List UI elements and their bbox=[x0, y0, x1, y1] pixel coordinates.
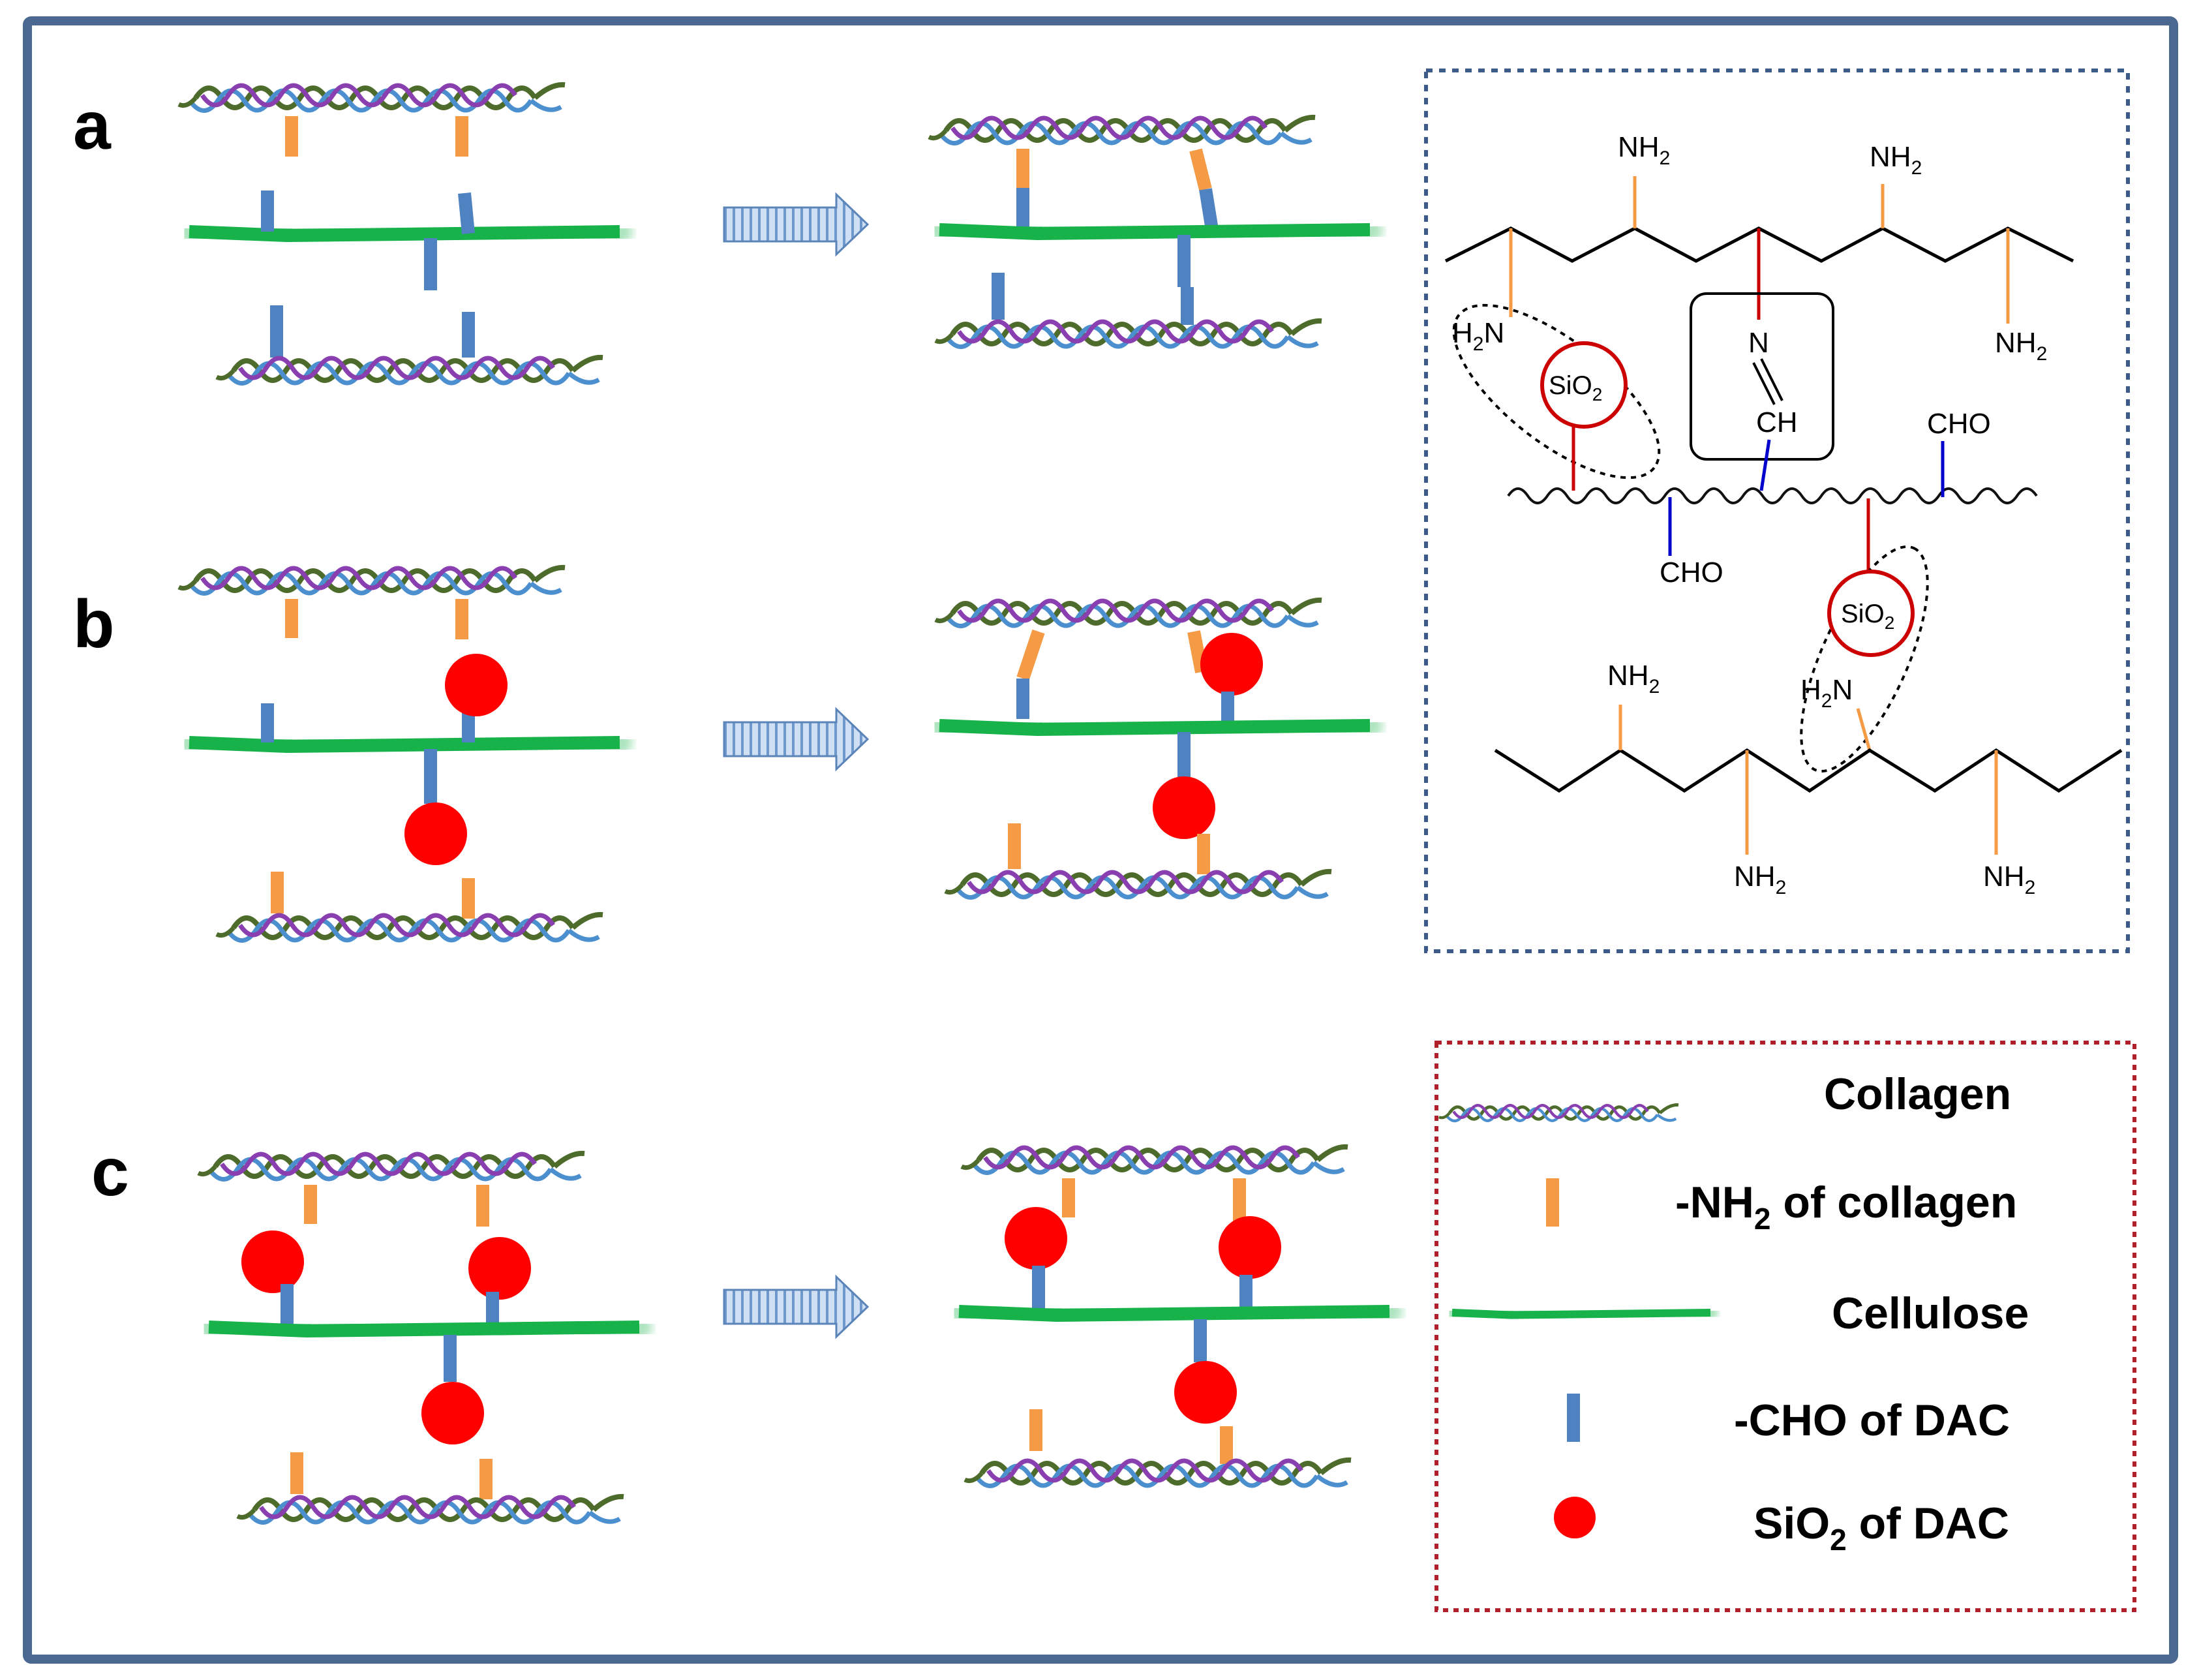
amine-label: NH2 bbox=[1983, 861, 2035, 898]
silica-ring bbox=[1827, 570, 1915, 657]
silica-label: SiO2 bbox=[1549, 371, 1602, 405]
cellulose-chain bbox=[939, 230, 1370, 234]
silica-particle bbox=[1005, 1207, 1067, 1270]
amine-group bbox=[1016, 629, 1045, 681]
amine-label: NH2 bbox=[1870, 141, 1922, 179]
amine-label: NH2 bbox=[1734, 861, 1786, 898]
imine-nitrogen-label: N bbox=[1748, 327, 1769, 359]
panel-label-b: b bbox=[73, 587, 115, 662]
silica-ring bbox=[1540, 341, 1628, 429]
amine-label: NH2 bbox=[1607, 660, 1660, 697]
amine-label: NH2 bbox=[1995, 327, 2047, 365]
cellulose-chain bbox=[959, 1311, 1389, 1315]
cellulose-chain bbox=[939, 725, 1370, 729]
amine-label: H2N bbox=[1800, 674, 1853, 712]
aldehyde-label: CHO bbox=[1927, 408, 1991, 440]
legend-label-silica: SiO2 of DAC bbox=[1753, 1499, 2009, 1557]
legend-item-cellulose: Cellulose bbox=[1452, 1289, 2029, 1338]
legend-label-amine: -NH2 of collagen bbox=[1675, 1178, 2017, 1236]
silica-label: SiO2 bbox=[1841, 600, 1894, 633]
silica-particle bbox=[468, 1237, 531, 1300]
schiff-base-box bbox=[1690, 292, 1834, 461]
silane-region-highlight bbox=[1800, 545, 1929, 773]
amine-group bbox=[1189, 148, 1212, 191]
aldehyde-group bbox=[458, 192, 475, 234]
panel-label-a: a bbox=[73, 88, 112, 164]
mechanism-box bbox=[1424, 69, 2130, 953]
amine-group bbox=[1187, 630, 1208, 673]
cellulose-chain bbox=[189, 232, 620, 236]
outer-frame bbox=[23, 16, 2178, 1664]
reaction-mechanism: NH2 NH2 NH2 H2N SiO2 N CH CHO CHO SiO2 H… bbox=[1424, 69, 2130, 953]
legend-item-aldehyde: -CHO of DAC bbox=[1567, 1394, 2010, 1445]
silica-particle bbox=[1174, 1361, 1237, 1424]
panel-b bbox=[179, 568, 1370, 941]
legend-label-aldehyde: -CHO of DAC bbox=[1734, 1396, 2010, 1445]
legend-item-silica: SiO2 of DAC bbox=[1554, 1497, 2009, 1557]
panel-c bbox=[198, 1147, 1389, 1523]
silica-particle bbox=[445, 654, 508, 716]
legend-label-collagen: Collagen bbox=[1824, 1069, 2011, 1119]
silica-particle bbox=[241, 1230, 304, 1293]
amine-label: NH2 bbox=[1618, 131, 1670, 169]
collagen-backbone bbox=[1494, 748, 2123, 793]
silica-particle bbox=[404, 802, 467, 865]
amine-label: H2N bbox=[1452, 317, 1504, 355]
legend: Collagen -NH2 of collagen Cellulose -CHO… bbox=[1434, 1041, 2136, 1612]
silica-particle bbox=[1200, 633, 1263, 695]
silica-particle bbox=[421, 1382, 484, 1444]
legend-item-amine: -NH2 of collagen bbox=[1546, 1178, 2017, 1236]
legend-item-collagen: Collagen bbox=[1439, 1069, 2011, 1121]
silica-particle bbox=[1219, 1216, 1281, 1279]
panel-label-c: c bbox=[91, 1135, 129, 1210]
legend-label-cellulose: Cellulose bbox=[1832, 1289, 2029, 1338]
cellulose-chain bbox=[189, 742, 620, 746]
panel-a bbox=[179, 85, 1370, 384]
aldehyde-label: CHO bbox=[1660, 557, 1723, 588]
legend-box bbox=[1434, 1041, 2136, 1612]
imine-carbon-label: CH bbox=[1756, 406, 1798, 438]
silica-particle bbox=[1153, 776, 1215, 839]
cellulose-chain bbox=[209, 1327, 639, 1331]
